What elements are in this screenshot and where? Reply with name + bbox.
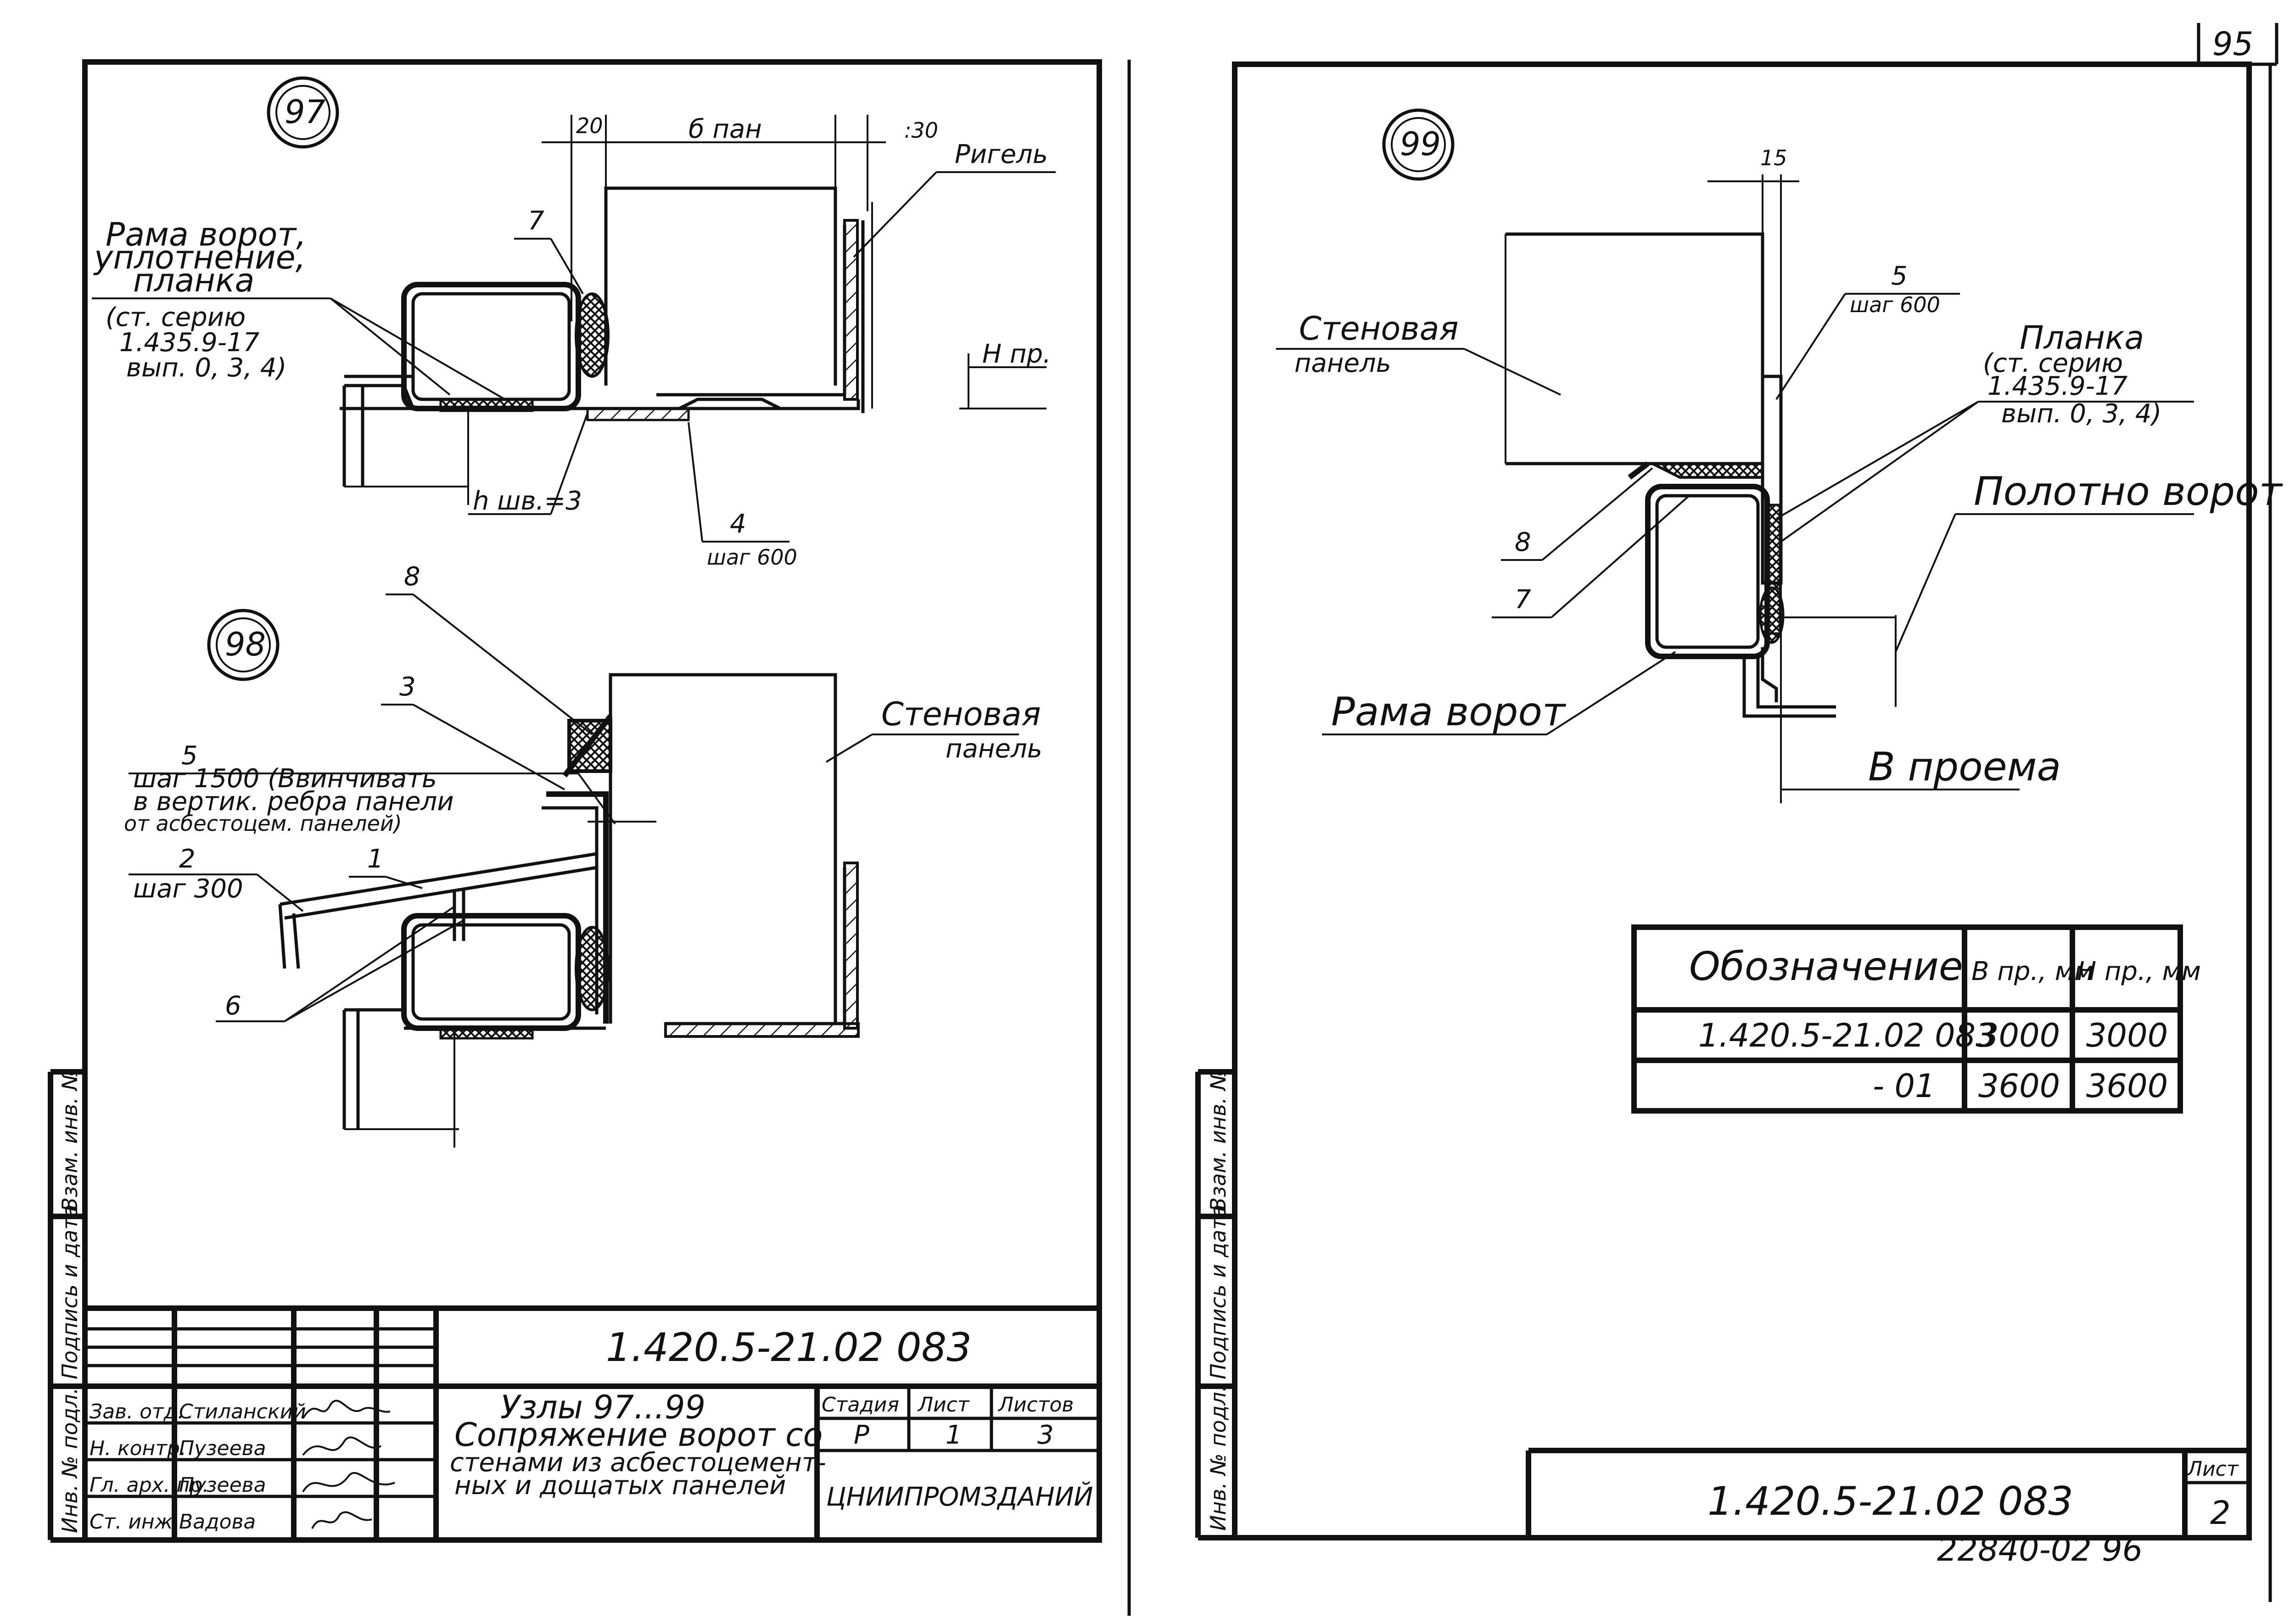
table-cell-r2-c2: 3600 xyxy=(1978,1067,2060,1105)
dim-15: 15 xyxy=(1760,146,1787,170)
node-97: 97 20 б пан :30 Ригель xyxy=(92,76,1056,570)
callout-5-98-note-2: от асбестоцем. панелей) xyxy=(124,811,402,836)
page-number-box: 95 xyxy=(2197,23,2278,66)
label-frame-2: уплотнение, xyxy=(93,239,306,276)
title-line-3: стенами из асбестоцемент- xyxy=(450,1448,826,1478)
label-series-3: вып. 0, 3, 4) xyxy=(126,353,286,383)
callout-7-99: 7 xyxy=(1515,585,1531,615)
callout-8-99: 8 xyxy=(1515,527,1531,557)
table-header-designation: Обозначение xyxy=(1689,944,1963,990)
callout-5-99: 5 xyxy=(1891,261,1908,291)
stamp-sign-date-r: Подпись и дата xyxy=(1206,1204,1231,1379)
table-header-b: В пр., мм xyxy=(1971,957,2093,986)
callout-5-98-step: шаг 1500 (Ввинчивать xyxy=(133,764,437,794)
person-name-2: Пузеева xyxy=(179,1437,266,1460)
person-role-1: Зав. отд. xyxy=(90,1400,184,1423)
label-wall-panel-99-1: Стеновая xyxy=(1299,310,1459,347)
callout-8: 8 xyxy=(404,562,420,592)
label-plank-1: Планка xyxy=(2020,319,2144,357)
node-98: 98 8 xyxy=(124,562,1042,1148)
label-h-pr: Н пр. xyxy=(982,339,1051,369)
callout-2-step: шаг 300 xyxy=(133,874,243,904)
person-name-3: Пузеева xyxy=(179,1473,266,1497)
callout-2: 2 xyxy=(179,844,196,874)
table-cell-r2-c1: - 01 xyxy=(1873,1067,1936,1105)
stamp-inv-orig: Инв. № подл. xyxy=(57,1388,82,1533)
dim-20: 20 xyxy=(576,113,603,138)
callout-4: 4 xyxy=(730,509,746,539)
label-wall-panel-99-2: панель xyxy=(1294,348,1391,378)
callout-5-98-note-1: в вертик. ребра панели xyxy=(133,787,454,817)
callout-1: 1 xyxy=(367,844,384,874)
node-99-mark: 99 xyxy=(1400,125,1441,163)
stage-value: Р xyxy=(854,1420,869,1450)
title-line-1: Узлы 97...99 xyxy=(500,1389,705,1426)
person-role-4: Ст. инж. xyxy=(90,1510,179,1534)
signature-2 xyxy=(302,1436,382,1456)
title-block-right: 1.420.5-21.02 083 Лист 2 xyxy=(1526,1448,2249,1538)
table-cell-r1-c3: 3000 xyxy=(2086,1017,2168,1054)
callout-5-98: 5 xyxy=(181,741,198,771)
signature-1 xyxy=(302,1400,391,1419)
callout-5-99-step: шаг 600 xyxy=(1850,292,1940,317)
stamp-inv-orig-r: Инв. № подл. xyxy=(1206,1385,1231,1531)
callout-7: 7 xyxy=(528,206,544,236)
table-cell-r2-c3: 3600 xyxy=(2086,1067,2168,1105)
page-number: 95 xyxy=(2212,25,2253,63)
label-wall-panel-98-1: Стеновая xyxy=(881,695,1041,733)
dim-b-pan: б пан xyxy=(688,114,762,144)
table-header-h: Н пр., мм xyxy=(2077,957,2201,986)
sheet-value-right: 2 xyxy=(2210,1494,2231,1532)
label-b-opening: В проема xyxy=(1868,744,2061,790)
signature-3 xyxy=(302,1472,395,1493)
signature-4 xyxy=(311,1511,372,1529)
label-plank-2: (ст. серию xyxy=(1983,348,2123,378)
label-plank-3: 1.435.9-17 xyxy=(1987,371,2128,401)
sheet-header: Лист xyxy=(917,1393,970,1417)
label-rigel: Ригель xyxy=(955,140,1048,169)
stage-header: Стадия xyxy=(822,1393,899,1417)
person-name-4: Вадова xyxy=(179,1510,256,1534)
person-name-1: Стиланский xyxy=(179,1400,306,1423)
callout-4-step: шаг 600 xyxy=(707,545,797,570)
node-99: 99 15 Стеновая xyxy=(1276,108,2284,803)
spec-table: Обозначение В пр., мм Н пр., мм 1.420.5-… xyxy=(1631,924,2201,1114)
doc-code-right: 1.420.5-21.02 083 xyxy=(1707,1478,2073,1524)
table-cell-r1-c2: 3000 xyxy=(1978,1017,2060,1054)
table-cell-r1-c1: 1.420.5-21.02 083 xyxy=(1698,1017,1996,1054)
sheets-value: 3 xyxy=(1037,1420,1054,1450)
right-sheet: Инв. № подл. Подпись и дата Взам. инв. №… xyxy=(1195,62,2284,1540)
node-97-mark: 97 xyxy=(285,93,325,131)
stamp-replace-inv: Взам. инв. № xyxy=(57,1069,82,1212)
stamp-sign-date: Подпись и дата xyxy=(57,1204,82,1379)
label-series-1: (ст. серию xyxy=(106,302,246,332)
dim-30: :30 xyxy=(904,118,938,143)
label-frame-99: Рама ворот xyxy=(1331,689,1567,735)
person-role-2: Н. контр. xyxy=(90,1437,186,1460)
label-h-shv: h шв.=3 xyxy=(473,486,582,516)
label-frame-1: Рама ворот, xyxy=(106,216,306,253)
title-line-2: Сопряжение ворот со xyxy=(454,1416,823,1454)
label-wall-panel-98-2: панель xyxy=(946,734,1042,764)
organization: ЦНИИПРОМЗДАНИЙ xyxy=(826,1482,1093,1512)
person-role-3: Гл. арх. пр. xyxy=(90,1473,209,1497)
label-plank-4: вып. 0, 3, 4) xyxy=(2001,399,2161,429)
label-series-2: 1.435.9-17 xyxy=(119,328,260,358)
left-sheet: Инв. № подл. Подпись и дата Взам. инв. №… xyxy=(48,59,1102,1543)
label-door-leaf: Полотно ворот xyxy=(1974,469,2284,515)
callout-6: 6 xyxy=(225,991,241,1021)
title-block-left: 1.420.5-21.02 083 Узлы 97...99 Сопряжени… xyxy=(85,1305,1099,1540)
doc-code-left: 1.420.5-21.02 083 xyxy=(606,1325,972,1371)
sheet-value: 1 xyxy=(946,1420,962,1450)
callout-3: 3 xyxy=(399,672,416,702)
sheets-header: Листов xyxy=(997,1393,1074,1417)
label-frame-3: планка xyxy=(133,262,254,299)
title-line-4: ных и дощатых панелей xyxy=(454,1471,786,1501)
sheet-header-right: Лист xyxy=(2186,1457,2239,1481)
node-98-mark: 98 xyxy=(225,626,266,663)
stamp-replace-inv-r: Взам. инв. № xyxy=(1206,1069,1231,1212)
